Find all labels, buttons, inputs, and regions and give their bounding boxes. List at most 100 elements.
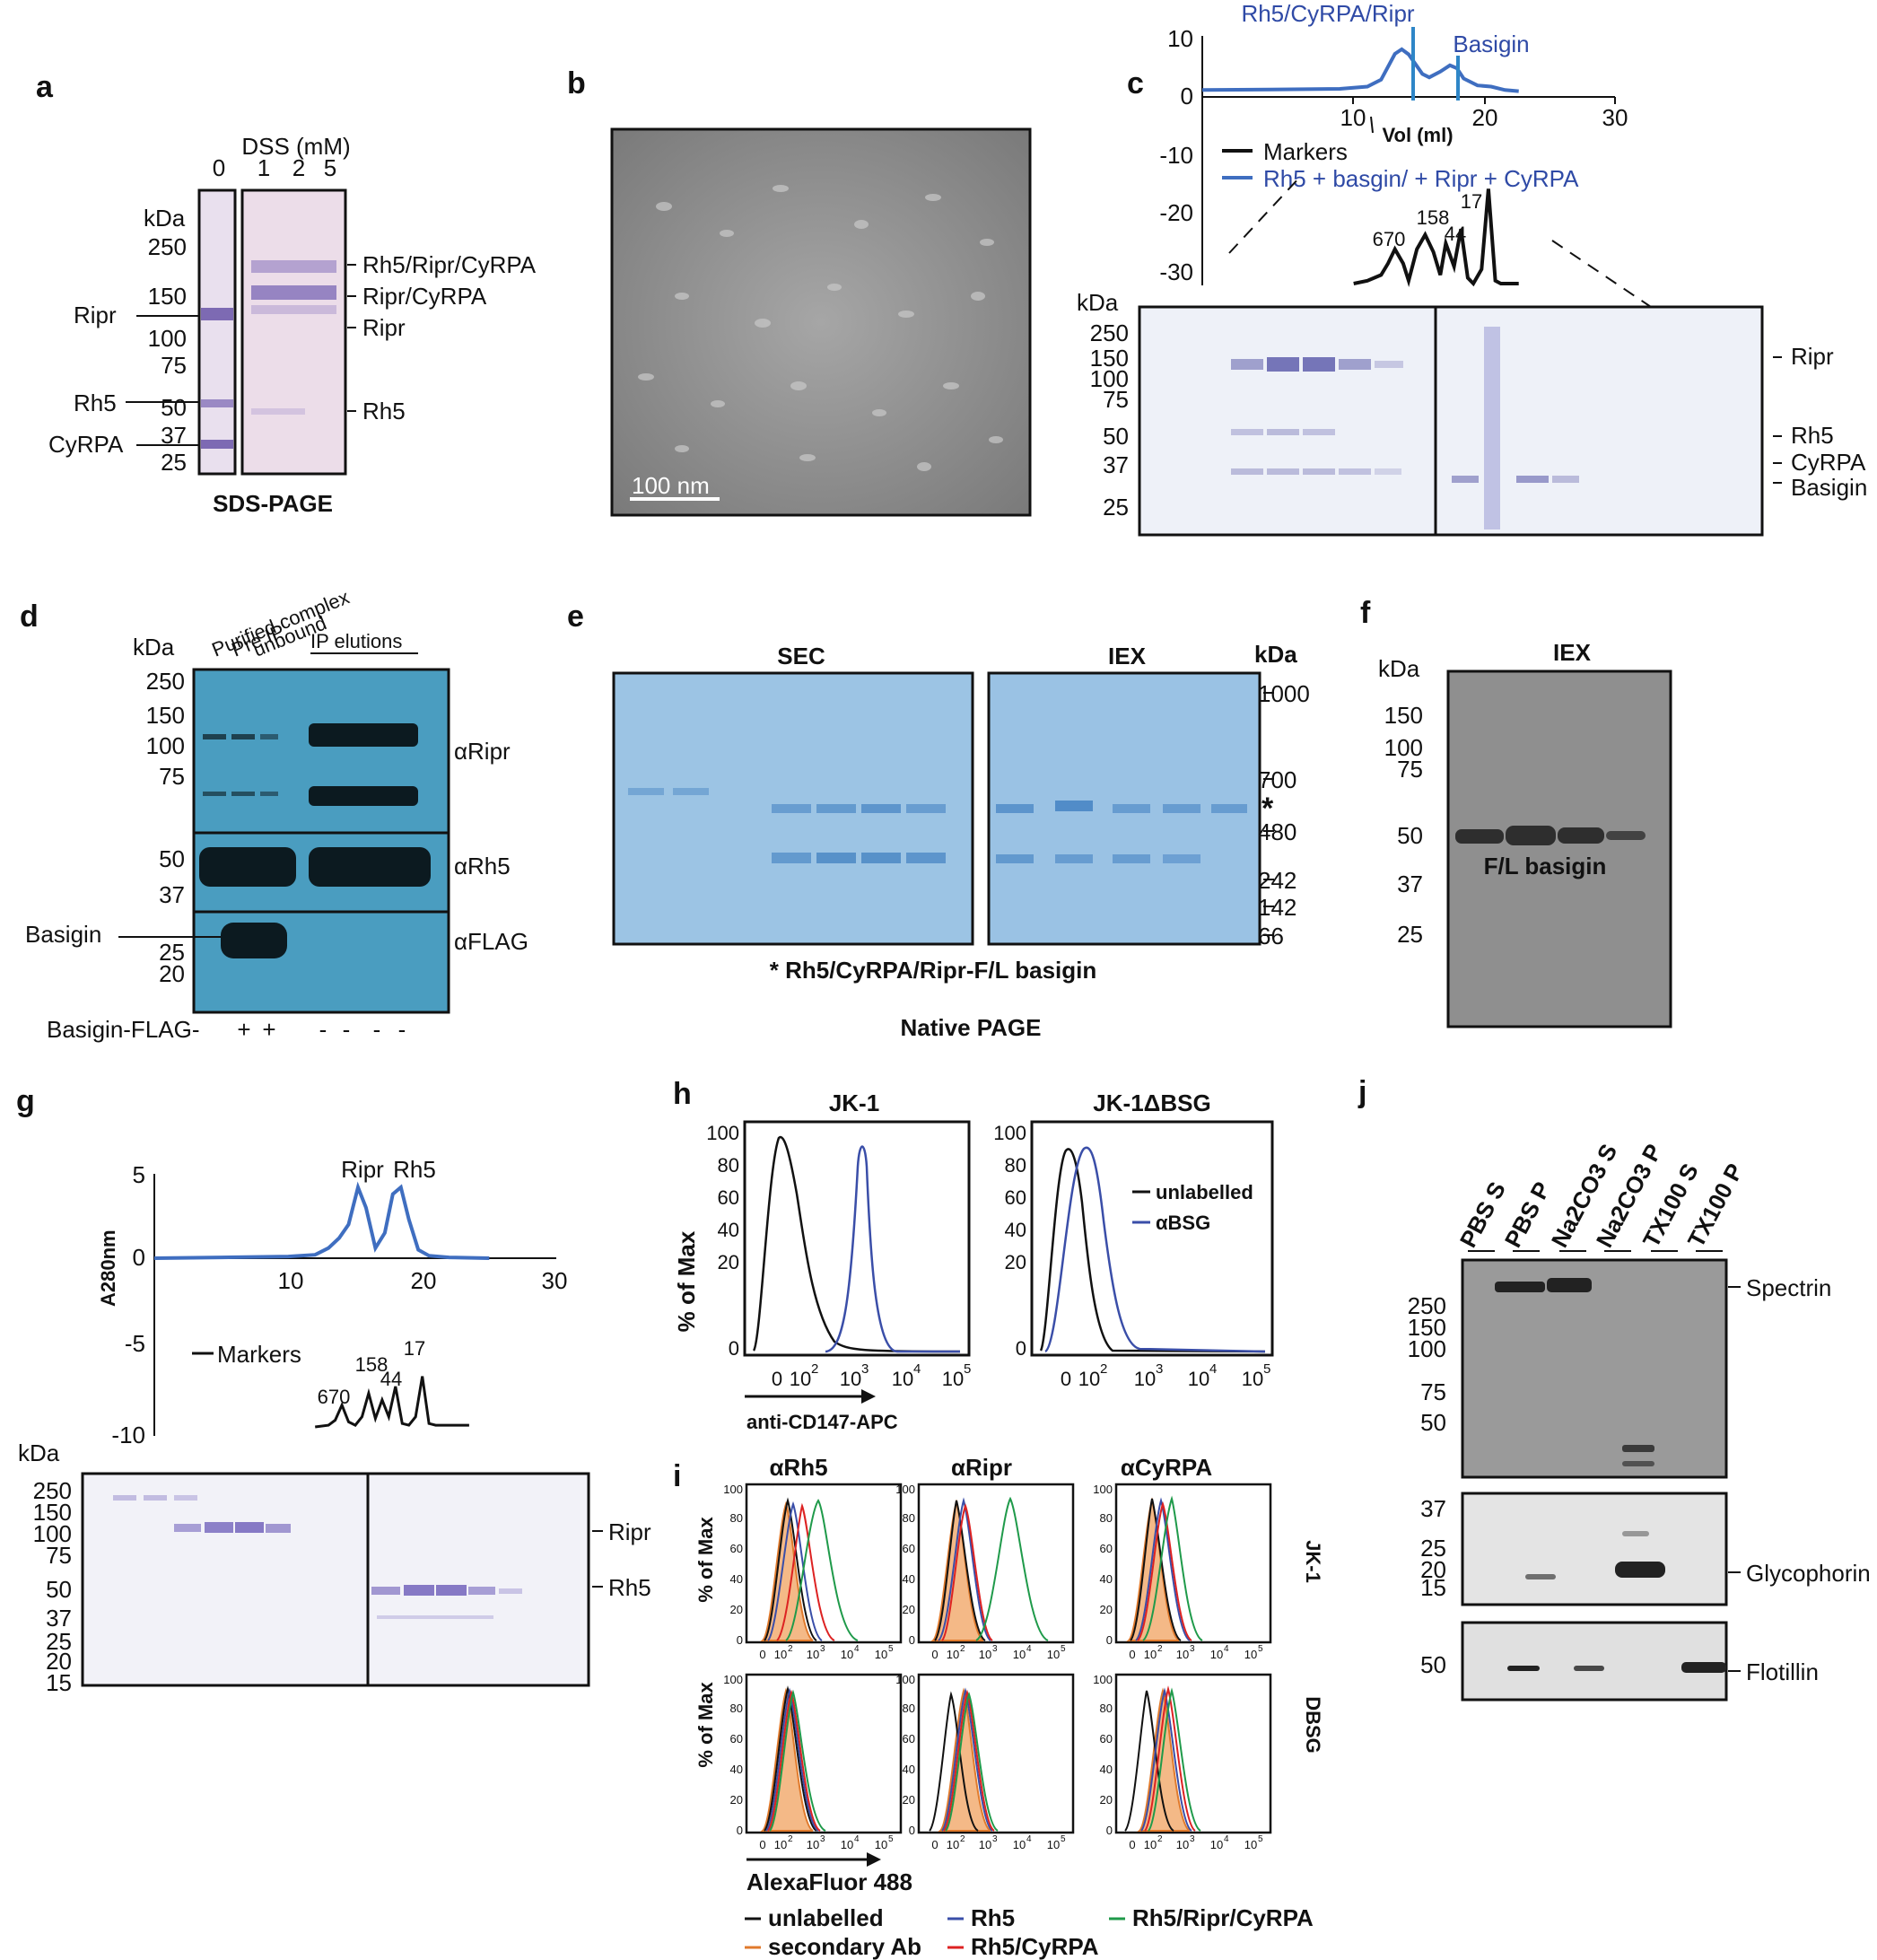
g-ytick: -10: [111, 1422, 145, 1448]
h-ylabel: % of Max: [673, 1230, 700, 1332]
i-xexp: 2: [1157, 1644, 1163, 1654]
panel-g: g 5 0 -5 -10 10 20 30 A280nm Ripr Rh5 Ma…: [16, 1084, 651, 1696]
g-ylabel: A280nm: [97, 1229, 119, 1307]
i-xtick: 10: [841, 1648, 853, 1661]
d-antibody: αRipr: [454, 738, 511, 765]
j-marker: 50: [1420, 1409, 1446, 1436]
band: [251, 285, 336, 300]
g-right-label: Ripr: [608, 1518, 651, 1545]
h-curve-dbsg-abgs: [1044, 1146, 1266, 1353]
i-legend: secondary Ab: [768, 1933, 921, 1960]
i-ytick: 80: [730, 1702, 743, 1715]
panel-f: f IEX kDa 150 100 75 50 37 25 F/L basigi…: [1360, 596, 1672, 1028]
g-marker-peak: 44: [380, 1368, 402, 1390]
i-xexp: 4: [1224, 1644, 1229, 1654]
h-ytick: 0: [729, 1337, 739, 1360]
g-ytick: -5: [125, 1330, 145, 1357]
j-right-label: Spectrin: [1746, 1274, 1831, 1301]
i-subplot: [1114, 1673, 1272, 1834]
panel-b: b 100 nm: [567, 66, 1032, 517]
g-marker: 50: [46, 1576, 72, 1603]
h-plot-jk1: [743, 1120, 971, 1357]
i-xtick: 10: [875, 1648, 887, 1661]
j-bands: [1495, 1278, 1726, 1673]
i-xexp: 4: [854, 1644, 860, 1654]
h-xexp: 2: [811, 1361, 818, 1377]
panel-a-gel-left: [197, 188, 237, 476]
panel-a-marker: 50: [161, 394, 187, 421]
c-marker-peak: 158: [1417, 206, 1450, 229]
h-xtick: 10: [1078, 1368, 1100, 1390]
j-blot-flotillin: [1461, 1621, 1728, 1702]
i-legend: unlabelled: [768, 1904, 884, 1931]
panel-d: d kDa Purified complex Pre IP unbound IP…: [20, 586, 528, 1043]
j-marker: 150: [1408, 1314, 1446, 1341]
band: [201, 440, 233, 449]
j-marker: 15: [1420, 1574, 1446, 1601]
panel-c-letter: c: [1127, 66, 1144, 101]
i-xtick: 10: [947, 1838, 959, 1851]
i-curves-jk1: [760, 1495, 1203, 1641]
i-xtick: 10: [979, 1648, 991, 1661]
panel-a-right-label: Rh5: [362, 398, 406, 424]
i-ytick: 60: [730, 1542, 743, 1555]
dss-lane-0: 0: [213, 154, 225, 181]
i-legend: Rh5: [971, 1904, 1015, 1931]
c-ytick: -30: [1159, 258, 1193, 285]
g-marker: 37: [46, 1605, 72, 1632]
panel-a-gel-right: [240, 188, 347, 476]
i-xexp: 3: [1190, 1644, 1195, 1654]
g-ytick: 0: [133, 1244, 145, 1271]
i-xtick: 10: [1244, 1838, 1257, 1851]
i-xtick: 0: [759, 1838, 765, 1851]
g-series-markers: [315, 1376, 469, 1429]
c-series-complex: [1201, 47, 1519, 93]
h-xtick: 10: [1134, 1368, 1156, 1390]
c-peak-label: Basigin: [1453, 31, 1529, 57]
i-xtick: 10: [947, 1648, 959, 1661]
f-marker: 37: [1397, 871, 1423, 897]
panel-a-marker: 75: [161, 352, 187, 379]
i-ylabel: % of Max: [694, 1682, 717, 1768]
i-xtick: 0: [759, 1648, 765, 1661]
g-marker: 15: [46, 1669, 72, 1696]
h-ytick: 20: [718, 1251, 739, 1273]
i-ytick: 60: [1100, 1732, 1113, 1746]
i-xtick: 10: [1176, 1648, 1189, 1661]
panel-a-label-rh5: Rh5: [74, 389, 117, 416]
d-flag-value: -: [398, 1016, 406, 1043]
d-flag-value: -: [373, 1016, 381, 1043]
i-ytick: 60: [903, 1542, 915, 1555]
j-marker: 50: [1420, 1651, 1446, 1678]
h-xexp: 3: [861, 1361, 869, 1377]
i-xtick: 10: [774, 1648, 787, 1661]
j-right-label: Flotillin: [1746, 1658, 1819, 1685]
i-ytick: 0: [909, 1824, 915, 1837]
h-xexp: 4: [1209, 1361, 1217, 1377]
i-legend: Rh5/CyRPA: [971, 1933, 1099, 1960]
d-blot-ripr: [192, 668, 450, 835]
c-legend-complex: Rh5 + basgin/ + Ripr + CyRPA: [1263, 165, 1579, 192]
i-ytick: 40: [1100, 1572, 1113, 1586]
i-ylabel: % of Max: [694, 1517, 717, 1603]
i-subplot: [745, 1483, 903, 1644]
i-xexp: 5: [1061, 1644, 1066, 1654]
j-marker: 20: [1420, 1556, 1446, 1583]
i-xtick: 10: [1210, 1838, 1223, 1851]
e-marker: 242: [1258, 867, 1296, 894]
em-micrograph: [610, 127, 1032, 517]
c-xlabel: Vol (ml): [1382, 124, 1453, 146]
i-ytick: 80: [1100, 1511, 1113, 1525]
e-bands: [628, 788, 1247, 863]
d-marker: 50: [159, 845, 185, 872]
panel-a-marker: 150: [148, 283, 187, 310]
g-marker: 100: [33, 1520, 72, 1547]
d-kda: kDa: [133, 634, 175, 661]
c-marker: 50: [1103, 423, 1129, 450]
c-gel: [1138, 305, 1764, 537]
i-xtick: 10: [774, 1838, 787, 1851]
h-plot-dbsg: [1030, 1120, 1274, 1357]
f-marker: 100: [1384, 734, 1423, 761]
h-ytick: 60: [1005, 1186, 1026, 1209]
i-xtick: 10: [1176, 1838, 1189, 1851]
